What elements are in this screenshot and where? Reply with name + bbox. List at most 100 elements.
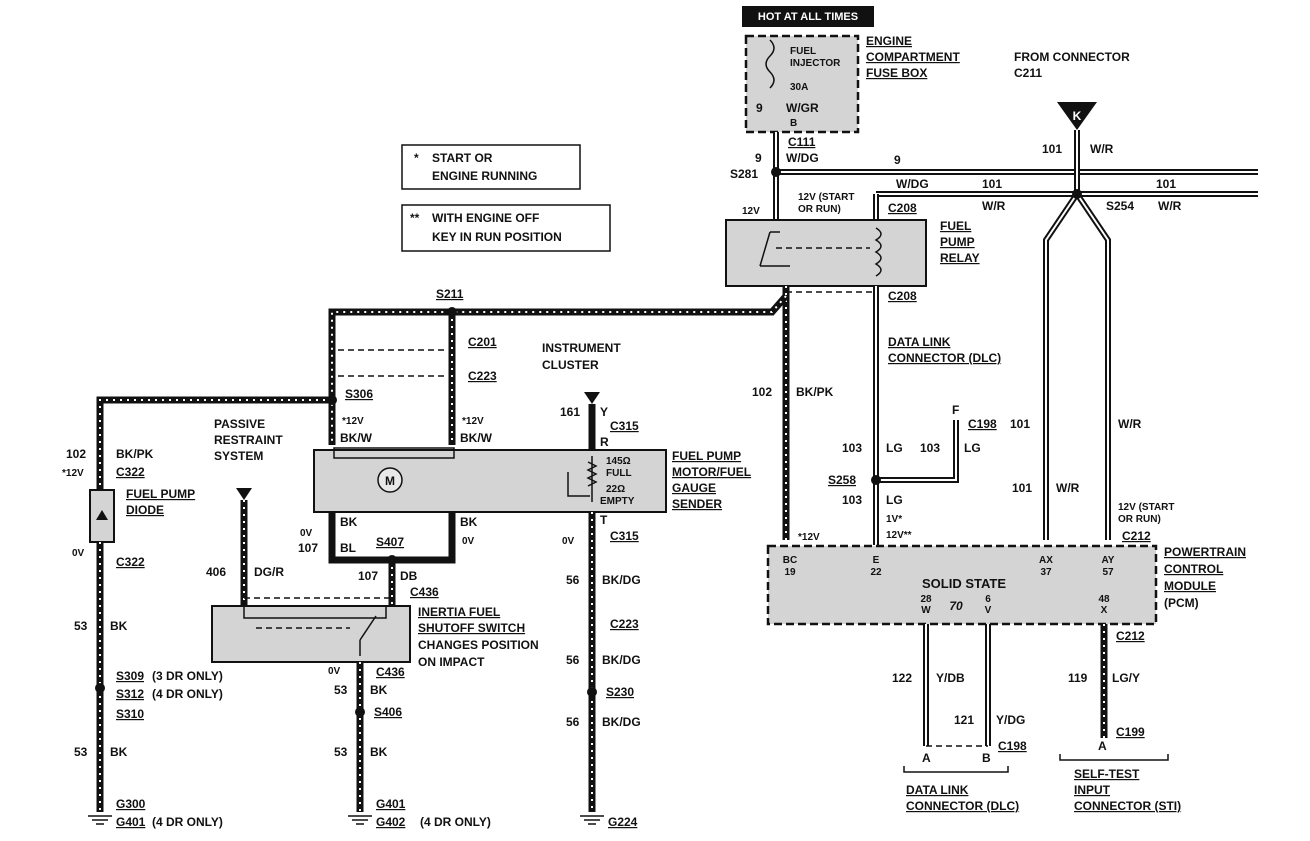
label-103a: 103 [842, 441, 862, 455]
cluster-connector-lines [338, 349, 446, 377]
label-12v-322: *12V [62, 468, 84, 479]
relay-c208-bottom: C208 [888, 289, 917, 303]
fuel-pump-sender [313, 449, 667, 513]
sti-name-1: SELF-TEST [1074, 767, 1140, 781]
label-dgr: DG/R [254, 565, 284, 579]
fuse-label-1: FUEL [790, 46, 816, 57]
label-g300: G300 [116, 797, 146, 811]
from-connector-id: C211 [1014, 66, 1042, 80]
empty-label: EMPTY [600, 496, 635, 507]
pin-a-sti: A [1098, 739, 1107, 753]
fuse-box [744, 34, 860, 134]
label-1v: 1V* [886, 514, 902, 525]
pin-48: 48 [1098, 594, 1110, 605]
label-56b: 56 [566, 653, 580, 667]
label-bk-a: BK [340, 515, 358, 529]
pin-w: W [921, 605, 931, 616]
label-bk-53a: BK [110, 619, 128, 633]
legend-star: * [414, 151, 419, 165]
relay-12v: 12V [742, 206, 760, 217]
label-119: 119 [1068, 671, 1088, 685]
label-c436b: C436 [376, 665, 405, 679]
label-c111: C111 [788, 135, 816, 149]
label-53d: 53 [334, 745, 348, 759]
inertia-switch-arm [359, 615, 377, 656]
label-s281: S281 [730, 167, 758, 181]
pin-ax: AX [1039, 555, 1053, 566]
pump-name-3: GAUGE [672, 481, 716, 495]
dlc-top-1: DATA LINK [888, 335, 951, 349]
label-4dr-b: (4 DR ONLY) [152, 815, 223, 829]
label-0v-b: 0V [462, 536, 475, 547]
pin-e: E [873, 555, 880, 566]
hot-banner [742, 6, 874, 27]
label-56c: 56 [566, 715, 580, 729]
relay-coil [874, 227, 882, 277]
hot-label: HOT AT ALL TIMES [758, 11, 858, 23]
label-9a: 9 [755, 151, 762, 165]
fuse-box-name-3: FUSE BOX [866, 66, 927, 80]
splice-s309 [95, 683, 105, 693]
pin-22: 22 [870, 567, 882, 578]
label-bkdg-b: BK/DG [602, 653, 641, 667]
fuse-box-name-2: COMPARTMENT [866, 50, 960, 64]
label-wr-a: W/R [982, 199, 1006, 213]
label-9b: 9 [894, 153, 901, 167]
dlc-bracket [903, 766, 1009, 773]
label-wdg: W/DG [786, 151, 819, 165]
relay-name-2: PUMP [940, 235, 975, 249]
label-ydg: Y/DG [996, 713, 1025, 727]
prs-3: SYSTEM [214, 449, 263, 463]
sti-name-2: INPUT [1074, 783, 1111, 797]
relay-name-1: FUEL [940, 219, 971, 233]
label-0v-315: 0V [562, 536, 575, 547]
label-s258: S258 [828, 473, 856, 487]
dlc-top-2: CONNECTOR (DLC) [888, 351, 1001, 365]
pump-name-4: SENDER [672, 497, 722, 511]
sti-name-3: CONNECTOR (STI) [1074, 799, 1181, 813]
label-53a: 53 [74, 619, 88, 633]
label-s309: S309 [116, 669, 144, 683]
legend-dstar-text-2: KEY IN RUN POSITION [432, 230, 562, 244]
pin-x: X [1101, 605, 1108, 616]
label-y161: Y [600, 405, 608, 419]
label-g401b: G401 [376, 797, 406, 811]
label-t: T [600, 513, 608, 527]
pump-name-2: MOTOR/FUEL [672, 465, 751, 479]
ohm-22: 22Ω [606, 484, 625, 495]
label-c436a: C436 [410, 585, 439, 599]
label-122: 122 [892, 671, 912, 685]
label-101a: 101 [982, 177, 1002, 191]
label-12v-ss: 12V** [886, 530, 912, 541]
pin-a-dlc: A [922, 751, 931, 765]
inertia-name-4: ON IMPACT [418, 655, 485, 669]
label-s254: S254 [1106, 199, 1134, 213]
splice-s254 [1072, 189, 1082, 199]
lg-wire [873, 286, 959, 545]
splice-s406 [355, 707, 365, 717]
label-c212b: C212 [1116, 629, 1145, 643]
y161-arrow [584, 392, 600, 404]
label-s407: S407 [376, 535, 404, 549]
fuse-amps: 30A [790, 82, 808, 93]
label-c198b: C198 [998, 739, 1027, 753]
fuse-symbol [765, 39, 775, 89]
label-lg-c: LG [886, 493, 903, 507]
label-bkpk-a: BK/PK [116, 447, 154, 461]
label-bkpk-b: BK/PK [796, 385, 834, 399]
ground-g300-symbol [88, 815, 112, 825]
label-0v-436: 0V [328, 666, 341, 677]
label-102b: 102 [752, 385, 772, 399]
legend-star-text-1: START OR [432, 151, 493, 165]
pump-name-1: FUEL PUMP [672, 449, 741, 463]
legend-dstar-text-1: WITH ENGINE OFF [432, 211, 539, 225]
relay-name-3: RELAY [940, 251, 980, 265]
diode-symbol [96, 510, 108, 520]
inertia-name-1: INERTIA FUEL [418, 605, 500, 619]
fuse-color: W/GR [786, 101, 819, 115]
label-s312: S312 [116, 687, 144, 701]
bkpk-wire [96, 286, 790, 540]
dlc-bottom-2: CONNECTOR (DLC) [906, 799, 1019, 813]
connector-k-triangle [1057, 102, 1097, 130]
